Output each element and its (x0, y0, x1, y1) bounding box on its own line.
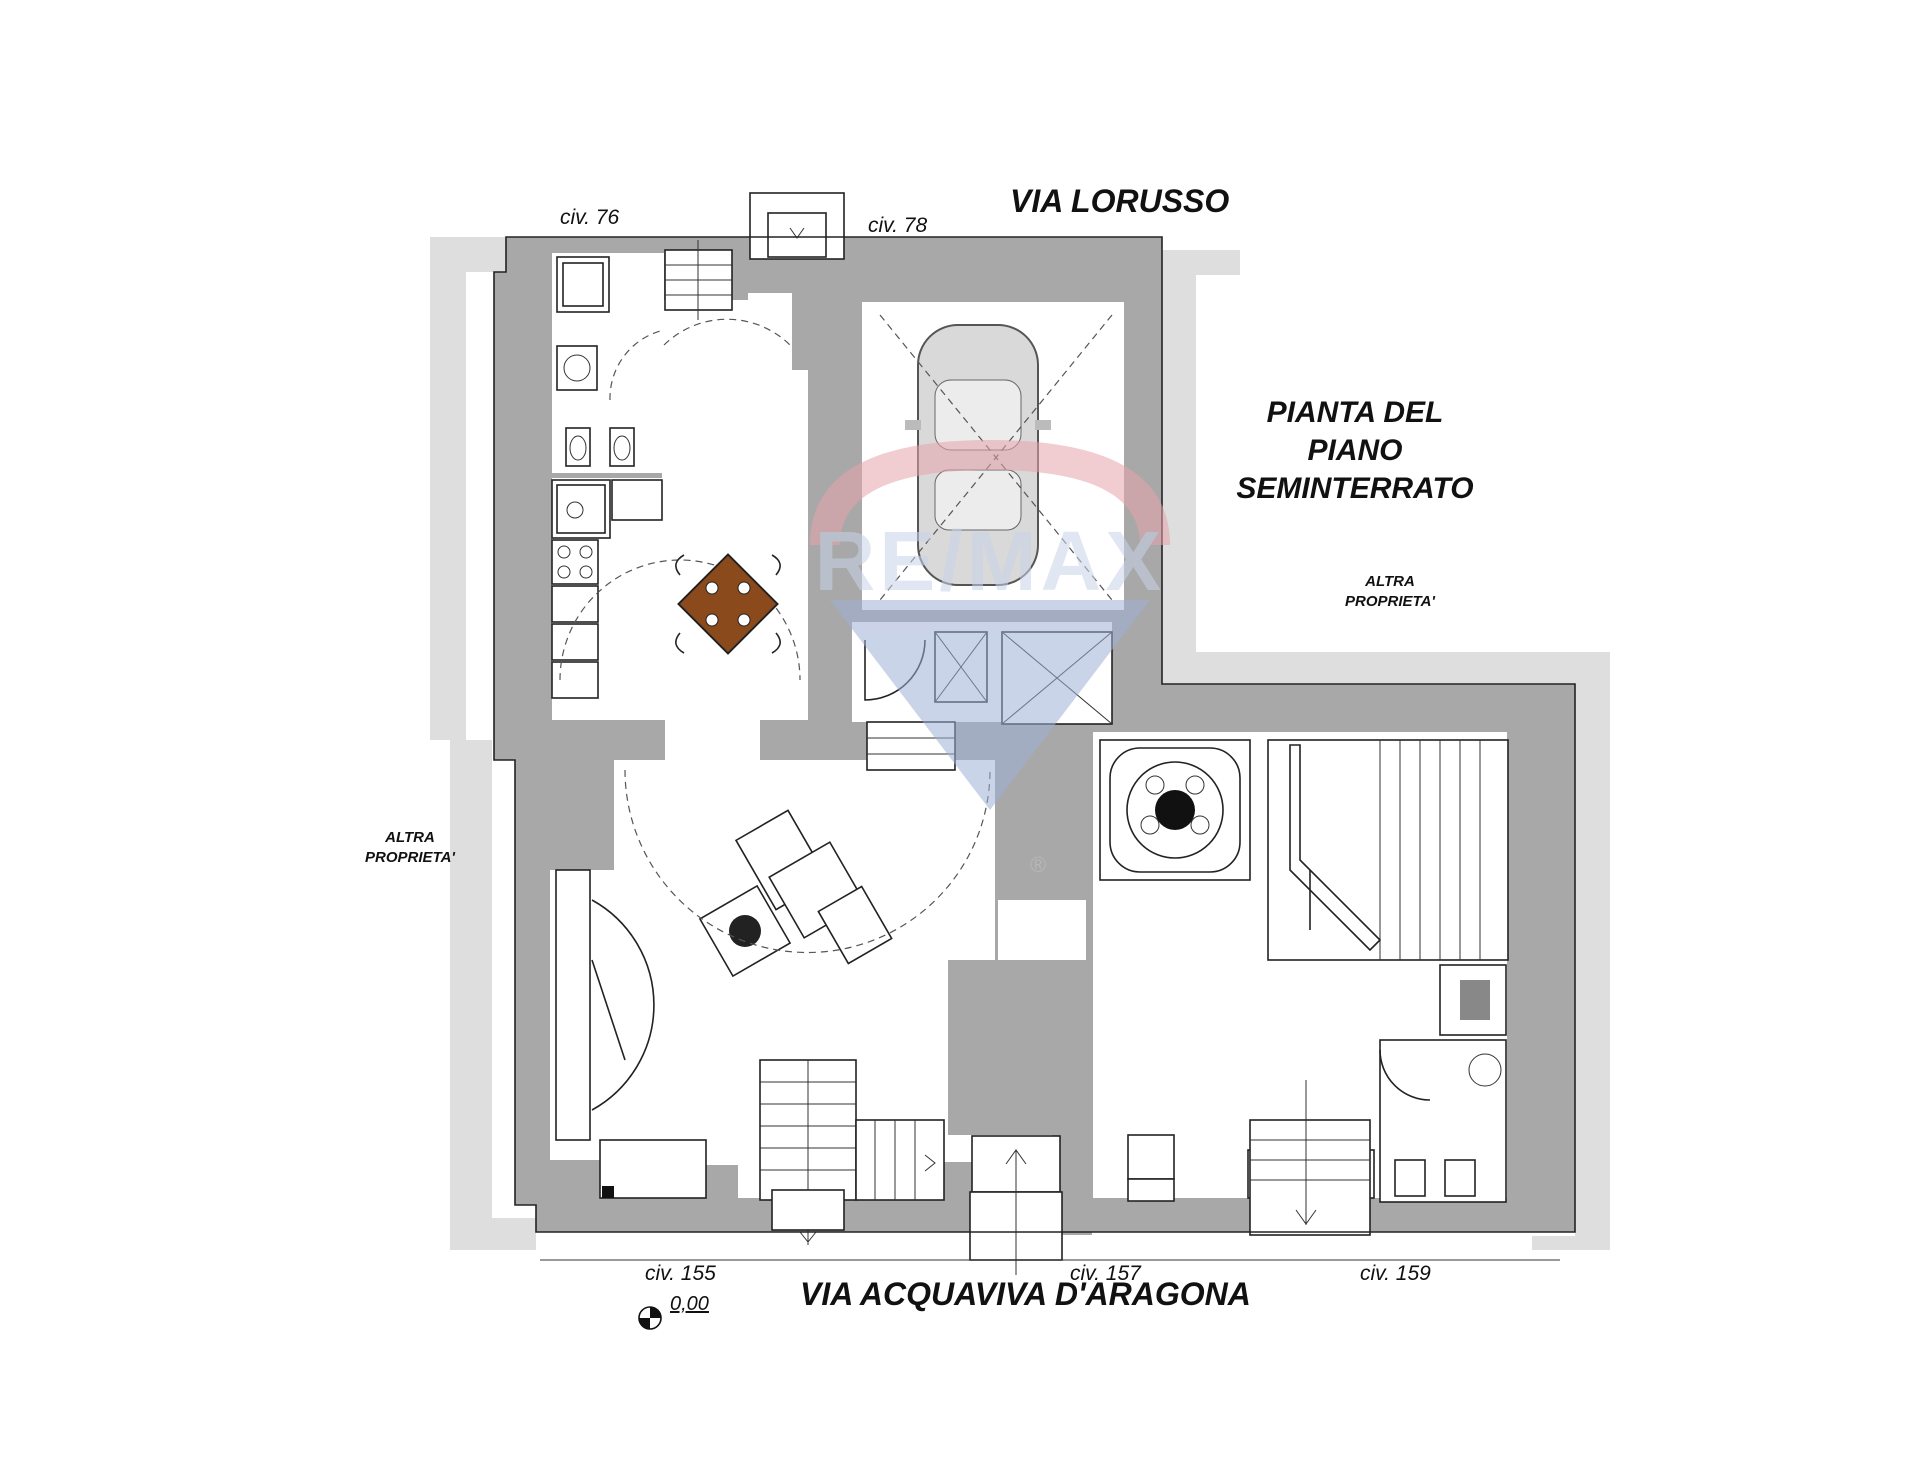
remax-logo-text: RE/MAX (815, 514, 1166, 608)
room-living (550, 760, 1052, 1198)
plan-title-line-1: PIANTA DEL (1267, 396, 1444, 429)
north-entry-box (749, 192, 845, 260)
spa-fixtures (1099, 739, 1509, 1203)
level-elevation-label: 0,00 (670, 1293, 709, 1315)
south-stairs-living (759, 1059, 945, 1245)
bathroom-north-fixtures (556, 256, 791, 467)
level-marker-icon (638, 1306, 662, 1330)
street-label-south: VIA ACQUAVIVA D'ARAGONA (800, 1276, 1251, 1312)
neighbor-label-left-line-1: ALTRA (384, 829, 435, 846)
plan-title-line-2: PIANO (1307, 434, 1402, 467)
plan-title-line-3: SEMINTERRATO (1236, 472, 1473, 505)
dining-table (675, 553, 781, 655)
remax-watermark: RE/MAX ® (810, 440, 1170, 877)
middle-wall-block (948, 960, 1092, 1275)
kitchen-fixtures (551, 479, 801, 699)
room-corridor (665, 720, 760, 762)
neighbor-label-right-line-1: ALTRA (1364, 573, 1415, 590)
neighbor-label-left-line-2: PROPRIETA' (365, 849, 455, 866)
south-stairs-spa (1249, 1080, 1371, 1236)
room-stairs-middle (998, 900, 1086, 960)
remax-registered-mark: ® (1030, 852, 1046, 877)
civic-number-157: civ. 157 (1070, 1262, 1142, 1285)
civic-number-155: civ. 155 (645, 1262, 716, 1285)
civic-number-78: civ. 78 (868, 214, 927, 237)
street-label-north: VIA LORUSSO (1010, 183, 1229, 219)
neighbor-label-right-line-2: PROPRIETA' (1345, 593, 1435, 610)
neighbor-property-strips (430, 237, 1610, 1250)
living-furniture (555, 769, 991, 1199)
civic-number-76: civ. 76 (560, 206, 619, 229)
north-stairs (664, 240, 733, 320)
civic-number-159: civ. 159 (1360, 1262, 1431, 1285)
building-outline (493, 236, 1576, 1261)
